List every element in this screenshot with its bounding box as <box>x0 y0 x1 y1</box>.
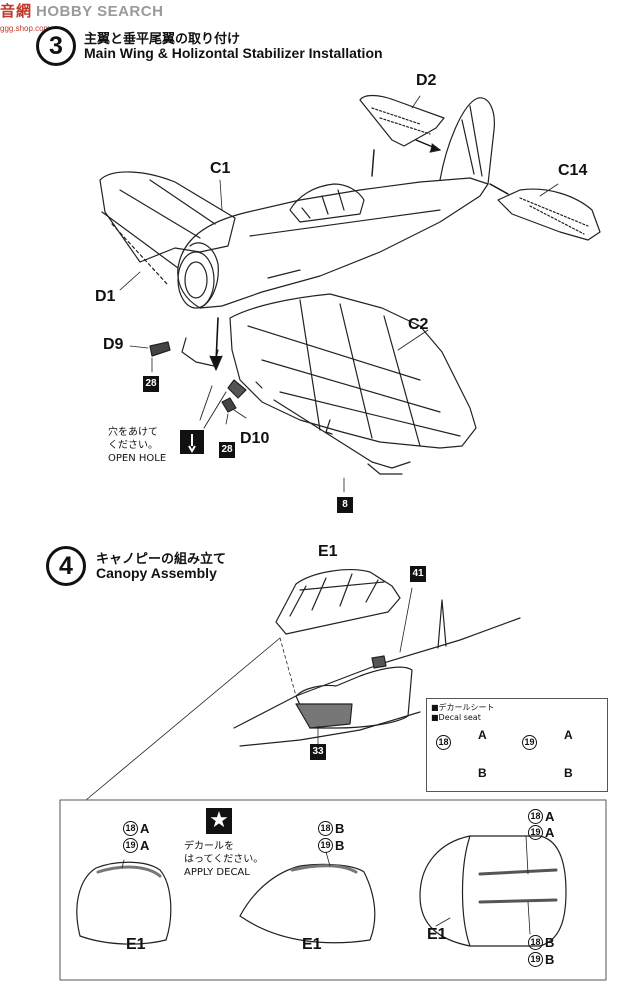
decal-number: 19 <box>522 735 537 751</box>
part-label-d10: D10 <box>240 430 270 447</box>
decal-letter: A <box>140 821 150 837</box>
watermark-url: ggg.shop.com <box>0 24 51 33</box>
part-label-e1-right: E1 <box>427 926 447 943</box>
canopy-e1-right <box>419 835 567 947</box>
open-hole-note: 穴をあけて ください。 OPEN HOLE <box>108 426 166 465</box>
drill-hole-icon <box>180 430 204 454</box>
canopy-e1-mid <box>239 863 376 944</box>
canopy-assembly <box>85 569 521 801</box>
drill-icon-svg <box>188 434 196 453</box>
step-3-title-en: Main Wing & Holizontal Stabilizer Instal… <box>84 45 383 61</box>
step-4-title-en: Canopy Assembly <box>96 565 217 581</box>
decal-seat-18-top: A <box>478 728 487 742</box>
decal-number: 19 <box>528 825 543 841</box>
decal-seat-item-19: 19 <box>522 734 537 752</box>
step-3-title-jp: 主翼と垂平尾翼の取り付け <box>84 32 241 47</box>
decal-letter: A <box>545 825 555 841</box>
decal-number: 19 <box>318 838 333 854</box>
part-label-d2: D2 <box>416 72 437 89</box>
decal-letter: B <box>335 838 345 854</box>
apply-decal-en: APPLY DECAL <box>184 867 250 878</box>
part-label-c2: C2 <box>408 316 429 333</box>
decal-seat-item-18: 18 <box>436 734 451 752</box>
decal-seat-18-bottom: B <box>478 766 487 780</box>
step-4-title-jp: キャノピーの組み立て <box>96 552 227 567</box>
part-label-c1: C1 <box>210 160 231 177</box>
decal-number: 18 <box>123 821 138 837</box>
part-label-e1-left: E1 <box>126 936 146 953</box>
decal-seat-19-top: A <box>564 728 573 742</box>
decal-number: 18 <box>318 821 333 837</box>
apply-decal-jp-1: デカールを <box>184 841 234 852</box>
decal-number: 18 <box>528 809 543 825</box>
decal-seat-head-jp: ■デカールシート <box>431 703 495 712</box>
decal-number: 19 <box>123 838 138 854</box>
decal-number: 19 <box>528 952 543 968</box>
paint-code-badge: 33 <box>310 744 326 760</box>
decal-seat-box: ■デカールシート ■Decal seat <box>426 698 608 792</box>
decal-letter: A <box>545 809 555 825</box>
open-hole-jp-1: 穴をあけて <box>108 427 158 438</box>
decal-seat-head-en: ■Decal seat <box>431 713 481 722</box>
paint-code-badge: 41 <box>410 566 426 582</box>
part-label-d9: D9 <box>103 336 124 353</box>
part-label-e1-top: E1 <box>318 543 338 560</box>
apply-decal-jp-2: はってください。 <box>184 854 264 865</box>
open-hole-en: OPEN HOLE <box>108 453 167 464</box>
decal-letter: B <box>335 821 345 837</box>
open-hole-jp-2: ください。 <box>108 440 158 451</box>
paint-code-badge: 28 <box>143 376 159 392</box>
aircraft-assembly <box>99 94 601 493</box>
decal-letter: B <box>545 935 555 951</box>
decal-number: 18 <box>528 935 543 951</box>
step-3-number: 3 <box>36 26 76 66</box>
watermark-cn: 音網 <box>0 3 33 20</box>
paint-code-badge: 28 <box>219 442 235 458</box>
watermark-en: HOBBY SEARCH <box>36 3 164 20</box>
part-label-c14: C14 <box>558 162 588 179</box>
canopy-e1-left <box>76 861 172 945</box>
decal-number: 18 <box>436 735 451 751</box>
part-label-e1-mid: E1 <box>302 936 322 953</box>
apply-decal-note: デカールを はってください。 APPLY DECAL <box>184 840 263 879</box>
decal-seat-19-bottom: B <box>564 766 573 780</box>
decal-letter: A <box>140 838 150 854</box>
star-icon: ★ <box>206 808 232 834</box>
decal-letter: B <box>545 952 555 968</box>
paint-code-badge: 8 <box>337 497 353 513</box>
part-label-d1: D1 <box>95 288 116 305</box>
step-4-number: 4 <box>46 546 86 586</box>
